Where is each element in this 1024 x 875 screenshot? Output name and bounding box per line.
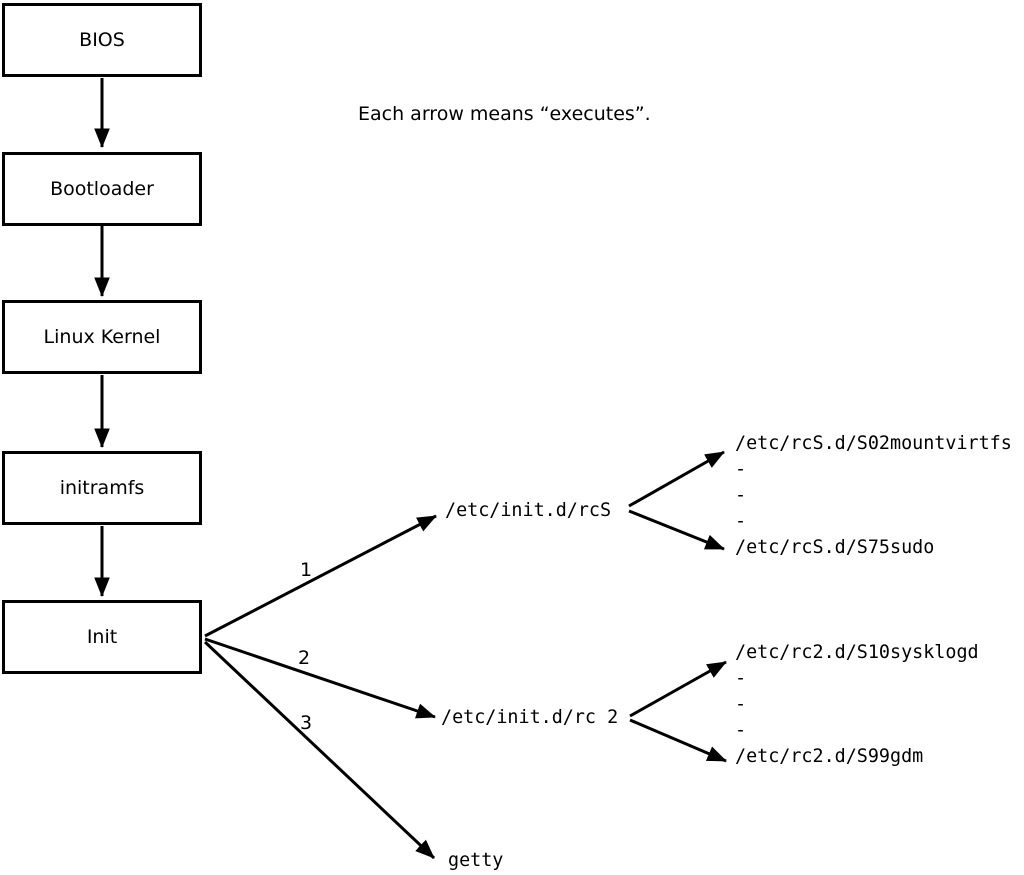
arrow-init-to-rc2 xyxy=(204,637,436,719)
script-label-rcs: /etc/init.d/rcS xyxy=(445,500,612,521)
script-label-rc2: /etc/init.d/rc 2 xyxy=(441,707,619,728)
list-item: - xyxy=(735,485,747,506)
list-item: - xyxy=(735,694,747,715)
node-bios: BIOS xyxy=(2,3,202,77)
list-item: - xyxy=(735,459,747,480)
list-item: /etc/rc2.d/S99gdm xyxy=(735,746,924,767)
script-list-rcs: /etc/rcS.d/S02mountvirtfs - - - /etc/rcS… xyxy=(735,431,1012,561)
arrow-rc2-to-s99gdm xyxy=(629,718,727,763)
list-item: /etc/rcS.d/S02mountvirtfs xyxy=(735,433,1012,454)
node-init: Init xyxy=(2,600,202,674)
node-bootloader-label: Bootloader xyxy=(50,178,154,200)
arrow-order-label-2: 2 xyxy=(298,647,311,669)
node-linux-kernel: Linux Kernel xyxy=(2,300,202,374)
script-list-rc2: /etc/rc2.d/S10sysklogd - - - /etc/rc2.d/… xyxy=(735,640,979,770)
list-item: /etc/rcS.d/S75sudo xyxy=(735,537,935,558)
script-label-getty: getty xyxy=(448,850,504,871)
arrow-init-to-rcs xyxy=(204,514,437,638)
list-item: - xyxy=(735,720,747,741)
note-text: Each arrow means “executes”. xyxy=(358,103,651,125)
list-item: - xyxy=(735,511,747,532)
arrow-rcs-to-s02mountvirtfs xyxy=(628,450,725,508)
list-item: /etc/rc2.d/S10sysklogd xyxy=(735,642,979,663)
arrow-order-label-3: 3 xyxy=(300,712,313,734)
arrow-rc2-to-s10sysklogd xyxy=(629,660,727,718)
node-initramfs: initramfs xyxy=(2,451,202,525)
arrow-order-label-1: 1 xyxy=(300,559,313,581)
node-init-label: Init xyxy=(86,626,118,648)
list-item: - xyxy=(735,668,747,689)
arrow-init-to-getty xyxy=(203,640,436,860)
node-bios-label: BIOS xyxy=(79,29,125,51)
node-initramfs-label: initramfs xyxy=(59,477,145,499)
arrow-rcs-to-s75sudo xyxy=(628,509,725,551)
node-linux-kernel-label: Linux Kernel xyxy=(43,326,161,348)
node-bootloader: Bootloader xyxy=(2,152,202,226)
